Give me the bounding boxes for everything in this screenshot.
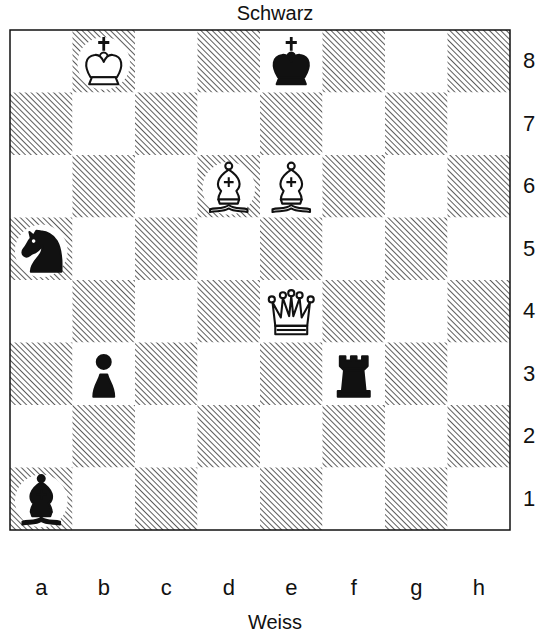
rank-number: 3 [523, 363, 535, 385]
light-square [10, 280, 73, 343]
light-square [10, 30, 73, 93]
file-letter: e [285, 577, 297, 599]
light-square [323, 93, 386, 156]
dark-square [135, 218, 198, 281]
rank-number: 7 [523, 113, 535, 135]
dark-square [198, 155, 261, 218]
file-letter: g [410, 577, 422, 599]
white-queen [265, 287, 318, 340]
light-square [73, 93, 136, 156]
file-letter: a [35, 577, 47, 599]
light-square [73, 218, 136, 281]
dark-square [448, 280, 511, 343]
dark-square [10, 468, 73, 531]
rank-number: 1 [523, 488, 535, 510]
dark-square [73, 155, 136, 218]
file-letter: d [223, 577, 235, 599]
dark-square [448, 155, 511, 218]
light-square [135, 30, 198, 93]
dark-square [260, 468, 323, 531]
light-square [260, 30, 323, 93]
side-label: Weiss [248, 612, 302, 632]
dark-square [385, 218, 448, 281]
dark-square [260, 343, 323, 406]
side-label: Schwarz [237, 3, 314, 23]
dark-square [323, 280, 386, 343]
dark-square [448, 30, 511, 93]
dark-square [323, 155, 386, 218]
light-square [448, 218, 511, 281]
black-pawn [77, 349, 130, 402]
light-square [198, 93, 261, 156]
light-square [323, 468, 386, 531]
dark-square [73, 405, 136, 468]
light-square [198, 468, 261, 531]
dark-square [260, 218, 323, 281]
dark-square [198, 280, 261, 343]
rank-number: 2 [523, 425, 535, 447]
rank-number: 6 [523, 175, 535, 197]
light-square [323, 343, 386, 406]
rank-number: 5 [523, 238, 535, 260]
dark-square [385, 468, 448, 531]
light-square [73, 468, 136, 531]
dark-square [10, 93, 73, 156]
dark-square [135, 93, 198, 156]
dark-square [73, 280, 136, 343]
dark-square [323, 30, 386, 93]
dark-square [198, 405, 261, 468]
rank-number: 8 [523, 50, 535, 72]
light-square [385, 30, 448, 93]
file-letter: f [351, 577, 357, 599]
file-letter: c [161, 577, 172, 599]
rank-number: 4 [523, 300, 535, 322]
light-square [10, 405, 73, 468]
light-square [198, 343, 261, 406]
light-square [73, 343, 136, 406]
light-square [260, 155, 323, 218]
light-square [385, 155, 448, 218]
white-bishop [265, 162, 318, 215]
dark-square [135, 343, 198, 406]
light-square [448, 343, 511, 406]
white-king [77, 37, 130, 90]
black-king [265, 37, 318, 90]
file-letter: h [473, 577, 485, 599]
light-square [385, 405, 448, 468]
dark-square [385, 343, 448, 406]
dark-square [260, 93, 323, 156]
light-square [260, 405, 323, 468]
dark-square [385, 93, 448, 156]
light-square [135, 405, 198, 468]
black-knight [15, 224, 68, 277]
file-letter: b [98, 577, 110, 599]
dark-square [10, 218, 73, 281]
black-bishop [15, 474, 68, 527]
light-square [10, 155, 73, 218]
light-square [260, 280, 323, 343]
dark-square [10, 343, 73, 406]
light-square [385, 280, 448, 343]
light-square [135, 155, 198, 218]
black-rook [327, 349, 380, 402]
dark-square [198, 30, 261, 93]
light-square [448, 93, 511, 156]
light-square [323, 218, 386, 281]
dark-square [323, 405, 386, 468]
dark-square [448, 405, 511, 468]
light-square [448, 468, 511, 531]
dark-square [73, 30, 136, 93]
dark-square [135, 468, 198, 531]
light-square [198, 218, 261, 281]
white-bishop [202, 162, 255, 215]
light-square [135, 280, 198, 343]
